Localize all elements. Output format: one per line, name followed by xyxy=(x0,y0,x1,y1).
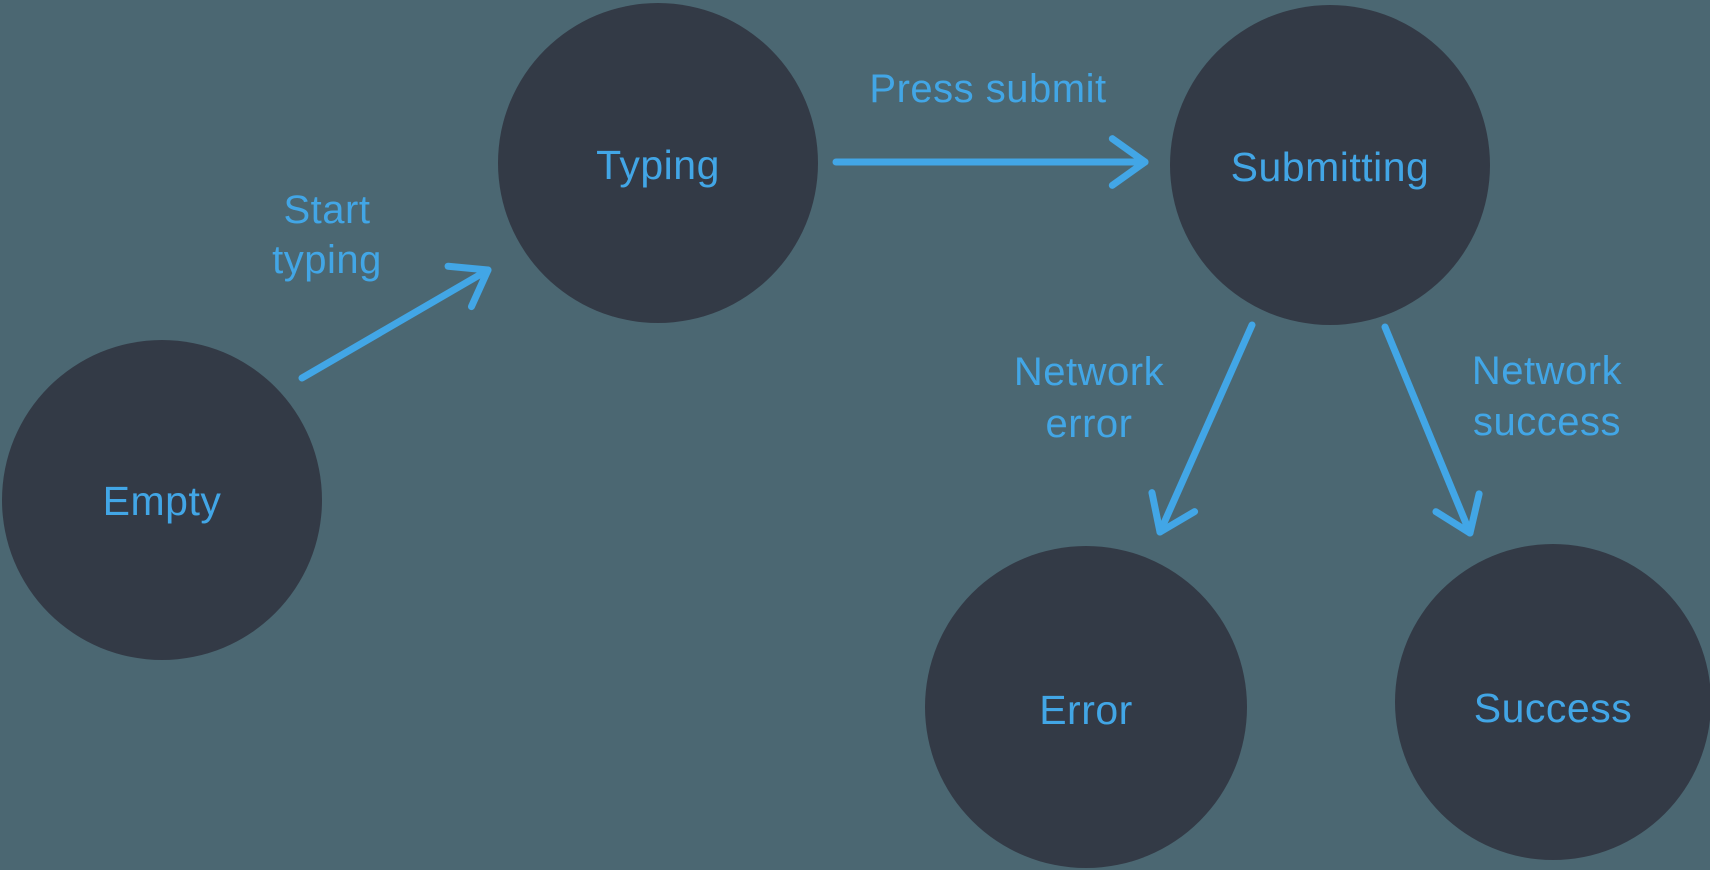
edge-label-network-error-line1: Network xyxy=(1014,350,1165,394)
empty-node-circle xyxy=(2,340,322,660)
arrow-submitting-to-success xyxy=(1381,323,1483,537)
state-node-empty: Empty xyxy=(2,340,322,660)
typing-node-label: Typing xyxy=(596,142,720,188)
edge-label-network-error-line2: error xyxy=(1046,402,1133,446)
edge-submitting-to-success: Network success xyxy=(1381,323,1623,537)
state-node-typing: Typing xyxy=(498,3,818,323)
success-node-label: Success xyxy=(1474,685,1632,731)
edge-label-start-typing-line2: typing xyxy=(272,238,382,282)
state-node-submitting: Submitting xyxy=(1170,5,1490,325)
error-node-label: Error xyxy=(1039,687,1133,733)
edge-label-start-typing-line1: Start xyxy=(284,188,371,232)
edge-label-network-success-line1: Network xyxy=(1472,349,1623,393)
state-node-success: Success xyxy=(1395,544,1710,860)
success-node-circle xyxy=(1395,544,1710,860)
edge-submitting-to-error: Network error xyxy=(1014,321,1256,536)
edge-label-network-success-line2: success xyxy=(1473,400,1621,444)
edge-typing-to-submitting: Press submit xyxy=(832,67,1149,189)
state-node-error: Error xyxy=(925,546,1247,868)
error-node-circle xyxy=(925,546,1247,868)
submitting-node-label: Submitting xyxy=(1231,144,1430,190)
submitting-node-circle xyxy=(1170,5,1490,325)
empty-node-label: Empty xyxy=(103,478,222,524)
edge-empty-to-typing: Start typing xyxy=(272,188,492,382)
typing-node-circle xyxy=(498,3,818,323)
arrow-empty-to-typing xyxy=(298,262,492,382)
edge-label-press-submit: Press submit xyxy=(869,67,1106,111)
arrow-submitting-to-error xyxy=(1148,321,1256,536)
